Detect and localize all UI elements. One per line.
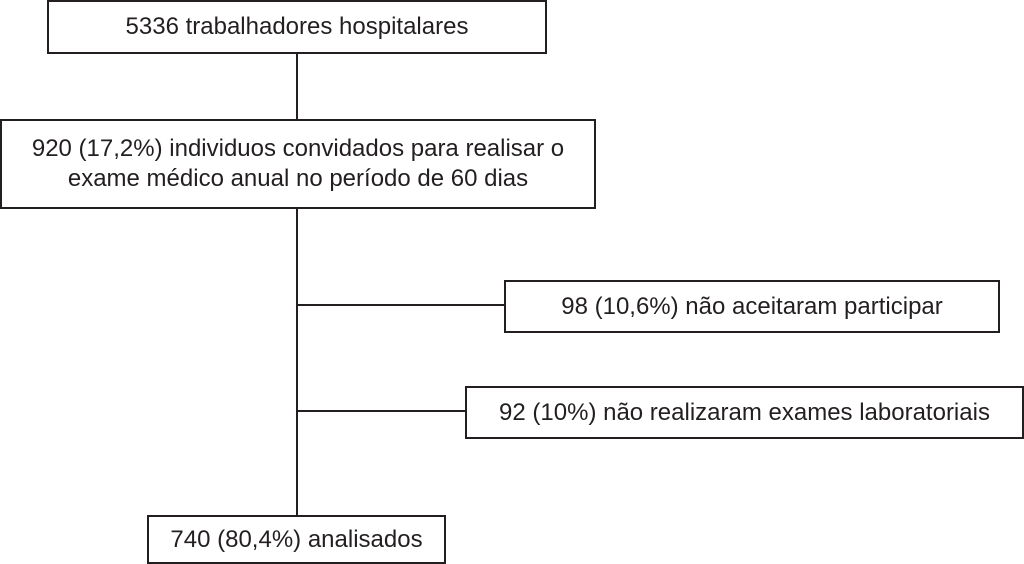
box-total-workers-label: 5336 trabalhadores hospitalares	[125, 13, 469, 40]
connector-to-no-lab	[297, 410, 467, 412]
box-invited-label-line1: 920 (17,2%) individuos convidados para r…	[31, 135, 565, 162]
box-no-lab-exams-label: 92 (10%) não realizaram exames laborator…	[499, 398, 990, 426]
connector-total-to-invited	[296, 52, 298, 119]
box-declined-label: 98 (10,6%) não aceitaram participar	[561, 292, 943, 320]
connector-invited-to-analyzed	[296, 207, 298, 517]
box-analyzed-label: 740 (80,4%) analisados	[170, 525, 423, 553]
box-analyzed: 740 (80,4%) analisados	[147, 515, 446, 564]
box-invited: 920 (17,2%) individuos convidados para r…	[0, 119, 596, 209]
box-total-workers: 5336 trabalhadores hospitalares	[47, 0, 547, 54]
box-invited-label-line2: exame médico anual no período de 60 dias	[67, 165, 529, 192]
box-declined: 98 (10,6%) não aceitaram participar	[504, 280, 1000, 333]
box-no-lab-exams: 92 (10%) não realizaram exames laborator…	[465, 386, 1024, 439]
connector-to-declined	[297, 304, 506, 306]
